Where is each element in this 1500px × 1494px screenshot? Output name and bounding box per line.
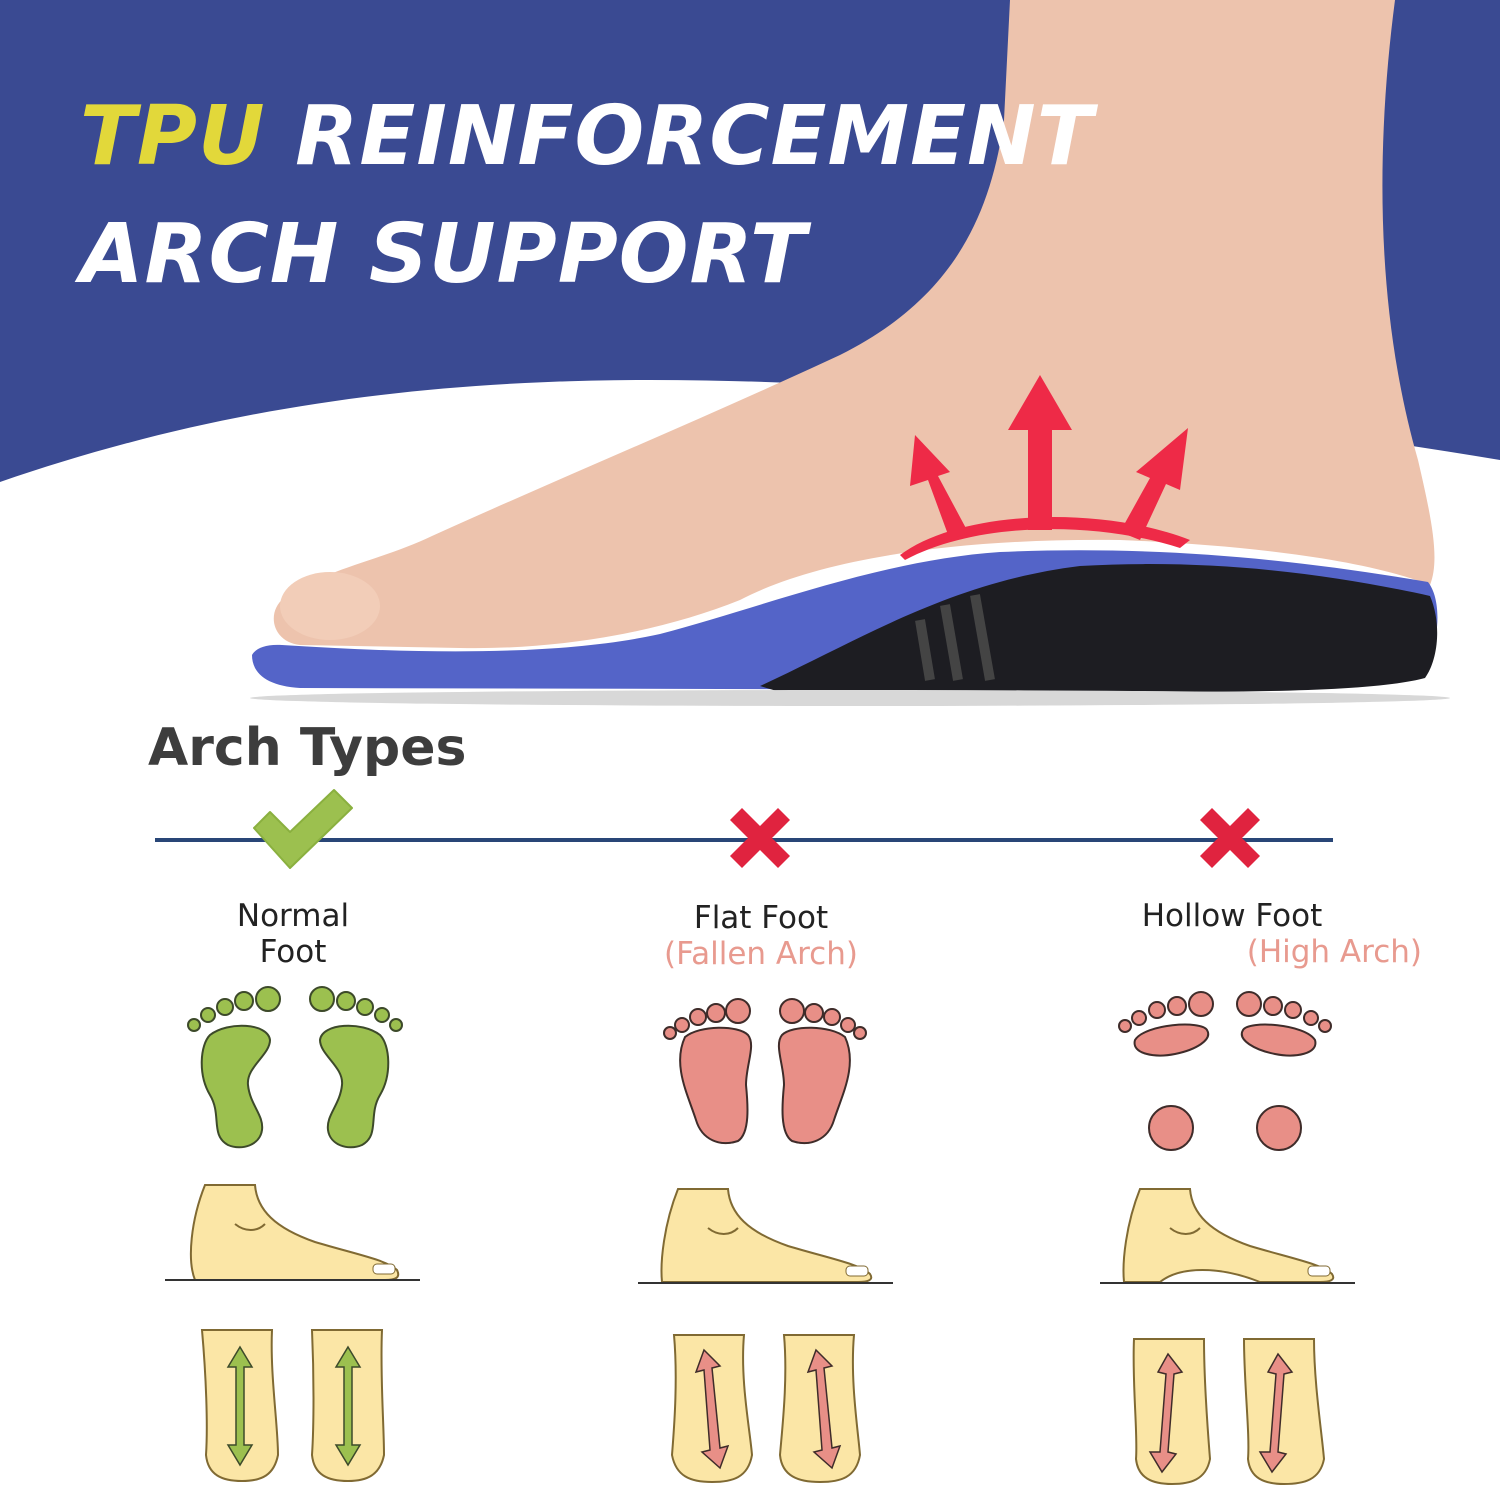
rear-view-normal-icon [200, 1329, 386, 1483]
label-hollow-title: Hollow Foot [1141, 898, 1323, 934]
headline-line2: ARCH SUPPORT [80, 207, 807, 302]
footprint-flat-icon [663, 998, 867, 1145]
side-foot-flat-icon [638, 1188, 893, 1284]
rear-view-flat-icon [670, 1334, 862, 1484]
label-flat-foot: Flat Foot (Fallen Arch) [571, 900, 951, 972]
side-foot-hollow-icon [1100, 1188, 1355, 1284]
footprint-hollow-icon [1118, 991, 1332, 1151]
rear-view-hollow-icon [1132, 1338, 1326, 1486]
section-title: Arch Types [148, 718, 467, 778]
hero-illustration [0, 0, 1500, 706]
side-foot-normal-icon [165, 1184, 420, 1281]
label-hollow-sub: (High Arch) [1246, 934, 1422, 970]
timeline-line [155, 838, 1333, 842]
footprint-normal-icon [187, 986, 403, 1149]
hero-banner: TPU REINFORCEMENT ARCH SUPPORT [0, 0, 1500, 720]
check-icon [253, 789, 353, 869]
label-normal-line1: Normal [236, 898, 350, 934]
support-arrows-icon [900, 375, 1190, 560]
label-normal-line2: Foot [259, 934, 327, 970]
foot-photo [273, 0, 1435, 649]
label-hollow-foot: Hollow Foot (High Arch) [1042, 898, 1422, 970]
headline-line1: REINFORCEMENT [265, 89, 1094, 184]
label-normal-foot: Normal Foot [103, 898, 483, 970]
label-flat-title: Flat Foot [693, 900, 829, 936]
headline: TPU REINFORCEMENT ARCH SUPPORT [80, 78, 1094, 314]
cross-icon [1200, 808, 1260, 868]
headline-accent: TPU [80, 89, 266, 184]
cross-icon [730, 808, 790, 868]
label-flat-sub: (Fallen Arch) [664, 936, 858, 972]
